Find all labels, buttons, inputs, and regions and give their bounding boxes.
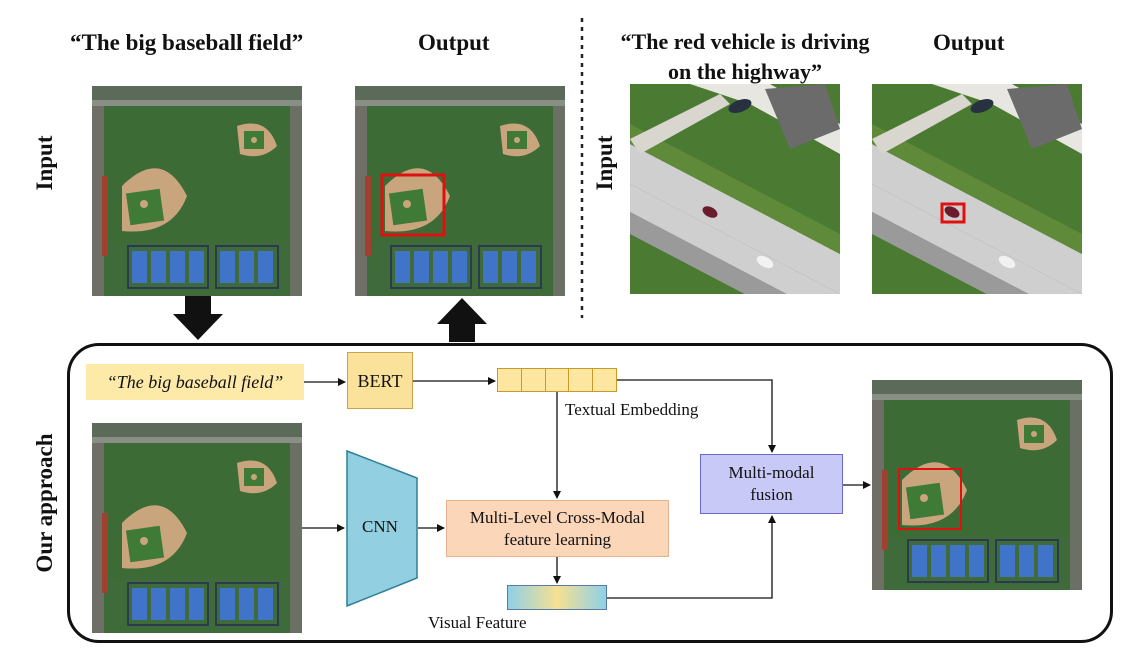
textual-embedding-label: Textual Embedding [565, 400, 699, 419]
embedding-cell [498, 369, 522, 391]
embedding-cell [593, 369, 616, 391]
output-image-baseball [355, 86, 565, 296]
textual-embedding-vector [497, 368, 617, 392]
arrow-up-icon [437, 298, 487, 342]
output-bbox-vehicle [940, 202, 966, 224]
output-title-1: Output [418, 30, 490, 55]
cnn-label: CNN [362, 517, 398, 536]
input-image-baseball [92, 86, 302, 296]
query-title-2: “The red vehicle is driving on the highw… [600, 27, 890, 87]
approach-output-image [872, 380, 1082, 590]
input-label-right: Input [592, 135, 617, 191]
approach-input-image [92, 423, 302, 633]
dashed-divider [580, 18, 584, 318]
approach-panel [67, 343, 1113, 643]
arrow-down-icon [173, 296, 223, 340]
embedding-cell [522, 369, 546, 391]
visual-feature-label: Visual Feature [428, 613, 527, 632]
bert-label: BERT [357, 370, 403, 391]
output-title-2: Output [933, 30, 1005, 55]
embedding-cell [569, 369, 594, 391]
our-approach-label: Our approach [32, 433, 57, 573]
mlcm-label-line2: feature learning [503, 529, 612, 549]
cnn-block [346, 450, 418, 608]
bert-box: BERT [347, 352, 413, 409]
mlcm-label-line1: Multi-Level Cross-Modal [469, 507, 646, 527]
input-label-left: Input [32, 135, 57, 191]
mlcm-box: Multi-Level Cross-Modal feature learning [446, 500, 669, 557]
fusion-label-line2: fusion [750, 485, 793, 504]
approach-output-bbox [898, 468, 962, 530]
query-title-1: “The big baseball field” [70, 30, 304, 55]
query-text: “The big baseball field” [106, 372, 284, 392]
output-bbox-baseball [380, 173, 446, 237]
query-title-2-line2: on the highway” [667, 59, 823, 84]
fusion-label-line1: Multi-modal [728, 463, 815, 482]
query-text-box: “The big baseball field” [86, 364, 304, 400]
fusion-box: Multi-modal fusion [700, 454, 843, 514]
visual-feature-vector [507, 585, 607, 610]
embedding-cell [546, 369, 570, 391]
query-title-2-line1: “The red vehicle is driving [620, 29, 870, 54]
output-image-highway [872, 84, 1082, 294]
input-image-highway [630, 84, 840, 294]
